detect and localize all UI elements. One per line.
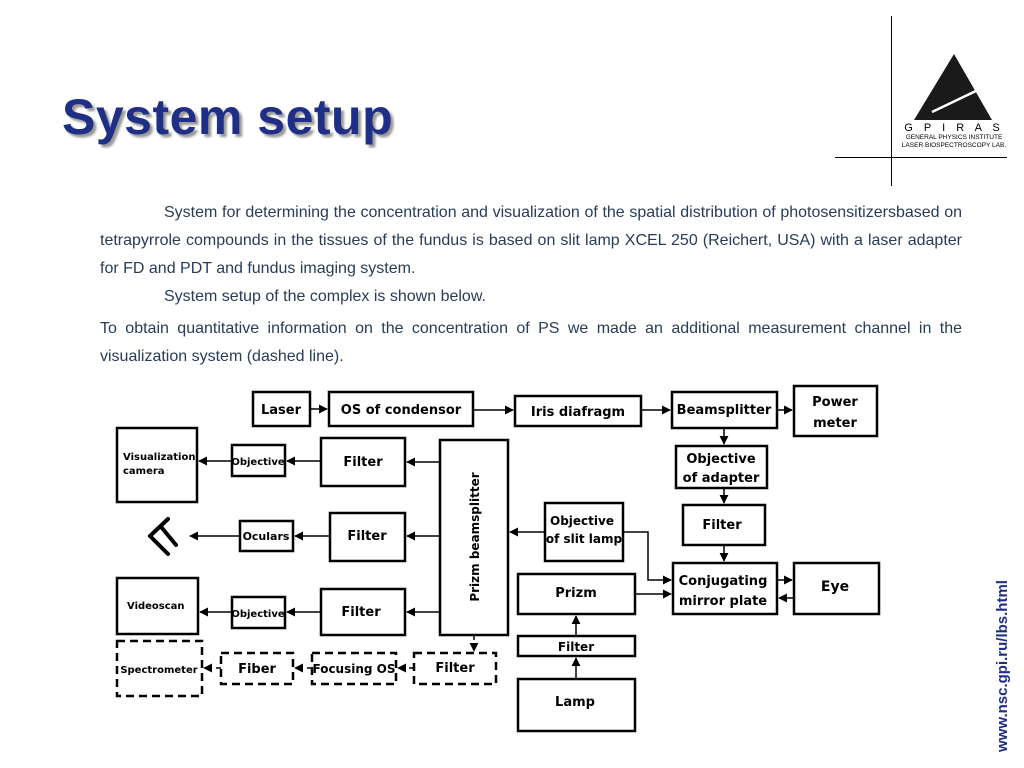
beamsplitter-label: Beamsplitter (677, 403, 772, 418)
gpi-ras-logo: G P I R A S GENERAL PHYSICS INSTITUTE LA… (898, 50, 1010, 155)
fiber-label: Fiber (238, 662, 276, 677)
logo-divider-vertical (891, 16, 892, 186)
conjugating-mirror-plate-label: Conjugating (679, 574, 768, 589)
power-meter-label-2: meter (813, 416, 857, 431)
page-title: System setup (62, 89, 394, 145)
focusing-os-label: Focusing OS (312, 662, 395, 676)
spectrometer-box (115, 639, 204, 698)
conjugating-mirror-plate-label-2: mirror plate (679, 594, 767, 609)
prizm-beamsplitter-label: Prizm beamsplitter (468, 472, 482, 601)
focusing-os-box (310, 651, 398, 686)
spectrometer-label: Spectrometer (120, 665, 197, 676)
filter-label-lamp: Filter (558, 640, 594, 654)
objective-adapter-label-2: of adapter (683, 471, 760, 486)
prizm-beamsplitter-box (438, 438, 510, 637)
os-condensor-box (327, 390, 475, 428)
filter-label-bottom: Filter (341, 605, 381, 620)
videoscan-label: Videoscan (127, 601, 185, 612)
paragraph-measurement: To obtain quantitative information on th… (100, 320, 962, 365)
eye-box (792, 561, 881, 616)
eye-label: Eye (821, 579, 849, 595)
laser-label: Laser (261, 403, 302, 418)
filter-label-middle: Filter (347, 529, 387, 544)
visualization-camera-box (115, 426, 199, 504)
filter-box-dashed (412, 651, 498, 686)
lamp-box (516, 677, 637, 733)
power-meter-label: Power (812, 395, 858, 410)
filter-box-middle (328, 511, 407, 563)
power-meter-box (792, 384, 879, 438)
prizm-label: Prizm (555, 586, 597, 601)
logo-name: G P I R A S (904, 122, 1004, 134)
objective-label-bottom: Objective (231, 609, 285, 620)
iris-diafragm-box (513, 394, 643, 428)
paragraph-intro: System for determining the concentration… (100, 204, 962, 277)
fiber-box (219, 651, 295, 686)
logo-divider-horizontal (835, 157, 1007, 158)
iris-diafragm-label: Iris diafragm (531, 405, 625, 420)
filter-label-adapter: Filter (702, 518, 742, 533)
objective-slit-lamp-label: Objective (550, 514, 614, 528)
paragraph-setup: System setup of the complex is shown bel… (164, 288, 486, 305)
videoscan-box (115, 576, 200, 636)
objective-label-top: Objective (231, 457, 285, 468)
logo-institute: GENERAL PHYSICS INSTITUTE (905, 134, 1003, 141)
visualization-camera-label: Visualization (123, 452, 195, 463)
oculars-box (238, 519, 295, 553)
eye-symbol-icon (148, 517, 178, 556)
logo-lab: LASER BIOSPECTROSCOPY LAB. (901, 142, 1007, 149)
body-text: System for determining the concentration… (100, 199, 962, 371)
triangle-logo-icon (914, 54, 992, 120)
beamsplitter-box (670, 390, 779, 430)
prizm-box (516, 572, 637, 616)
os-condensor-label: OS of condensor (341, 403, 462, 418)
oculars-label: Oculars (243, 530, 290, 543)
objective-adapter-box (674, 444, 769, 490)
objective-slit-lamp-label-2: of slit lamp (546, 532, 623, 546)
filter-box-top (319, 436, 407, 488)
objective-adapter-label: Objective (686, 452, 755, 467)
visualization-camera-label-2: camera (123, 466, 165, 477)
lamp-label: Lamp (555, 695, 595, 710)
conjugating-mirror-plate-box (671, 561, 779, 616)
filter-label-dashed: Filter (435, 661, 475, 676)
filter-label-top: Filter (343, 455, 383, 470)
